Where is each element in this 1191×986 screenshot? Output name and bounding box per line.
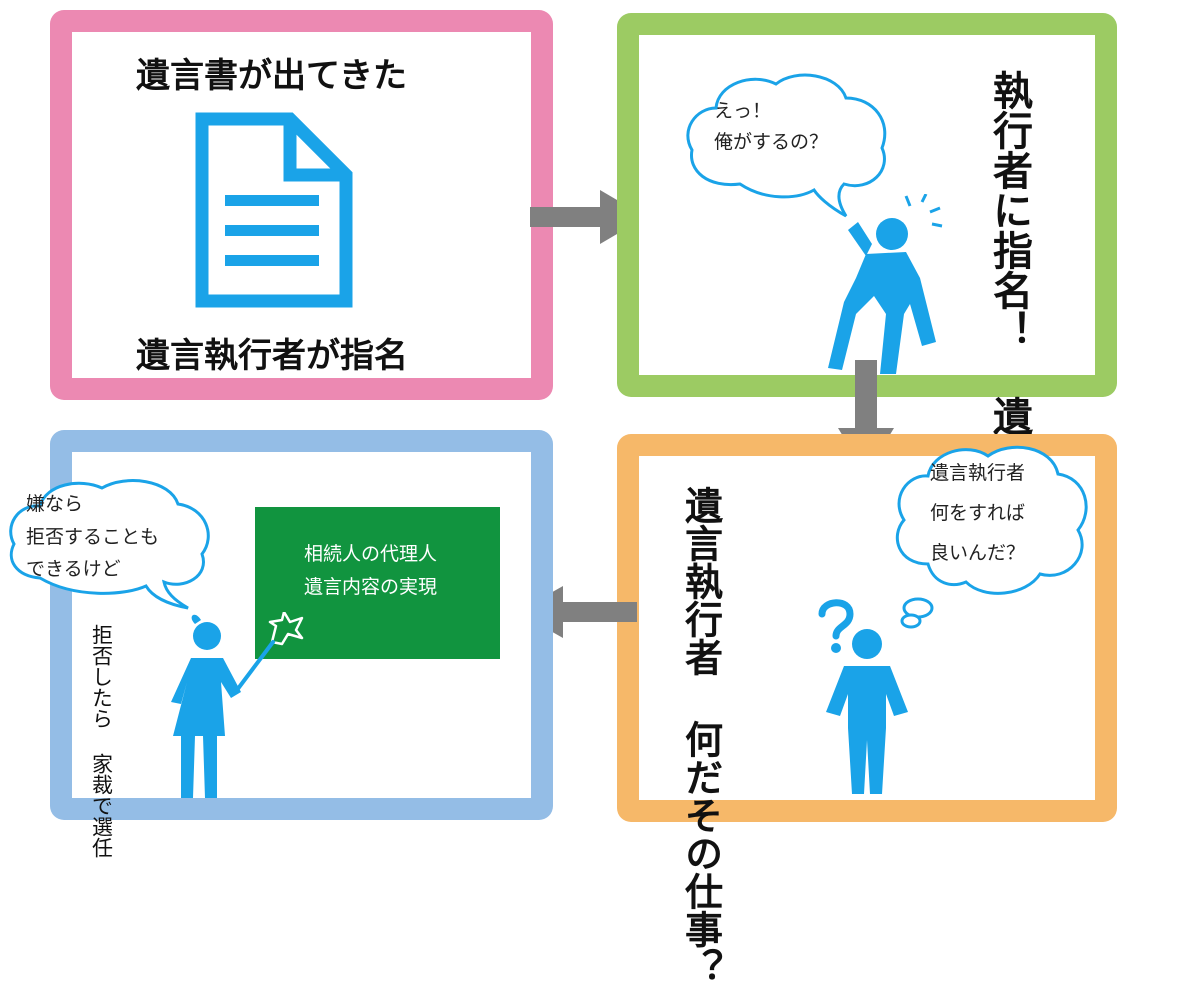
panel3-heading: 遺言執行者 何だその仕事？ bbox=[676, 486, 724, 986]
thought-bubble-cloud bbox=[895, 445, 1088, 619]
thought-bubble-text: 遺言執行者 何をすれば 良いんだ？ bbox=[930, 454, 1025, 574]
thought-bubble-small bbox=[900, 613, 922, 629]
board-line: 相続人の代理人 bbox=[304, 543, 438, 565]
burst-icon bbox=[268, 612, 304, 646]
confused-man-figure bbox=[826, 629, 908, 794]
teacher-woman-figure bbox=[171, 614, 275, 798]
panel-appointed-executor bbox=[617, 13, 1117, 397]
speech-bubble-cloud bbox=[686, 73, 887, 218]
bubble-line: 嫌なら bbox=[26, 493, 84, 515]
board-line: 遺言内容の実現 bbox=[304, 576, 438, 599]
blackboard-text: 相続人の代理人 遺言内容の実現 bbox=[304, 538, 437, 605]
surprised-man-figure bbox=[828, 194, 943, 374]
bubble-line: 良いんだ？ bbox=[930, 541, 1026, 564]
bubble-line: 遺言執行者 bbox=[930, 462, 1026, 484]
panel1-caption: 遺言執行者が指名 bbox=[136, 336, 408, 376]
bubble-line: 拒否することも bbox=[26, 525, 160, 548]
bubble-line: 何をすれば bbox=[930, 501, 1026, 524]
speech-bubble-text: 嫌なら 拒否することも できるけど bbox=[26, 488, 159, 586]
note-column: 拒否したら bbox=[89, 624, 114, 729]
bubble-line: 俺がするの？ bbox=[714, 131, 829, 154]
heading-column: 執行者に指名！ bbox=[986, 70, 1032, 350]
heading-column: 遺言執行者 bbox=[678, 486, 723, 676]
question-mark-icon bbox=[818, 599, 854, 653]
speech-bubble-text: えっ！ 俺がするの？ bbox=[714, 96, 828, 159]
blackboard bbox=[255, 507, 500, 659]
bubble-line: えっ！ bbox=[714, 100, 772, 122]
document-icon bbox=[195, 112, 353, 308]
speech-bubble-cloud bbox=[9, 479, 210, 610]
panel1-title: 遺言書が出てきた bbox=[136, 56, 407, 96]
note-column: 家裁で選任 bbox=[89, 753, 114, 858]
panel-will-found bbox=[50, 10, 553, 400]
heading-column: 何だその仕事？ bbox=[678, 720, 723, 986]
refuse-note: 拒否したら 家裁で選任 bbox=[86, 624, 116, 858]
bubble-line: できるけど bbox=[26, 558, 121, 581]
